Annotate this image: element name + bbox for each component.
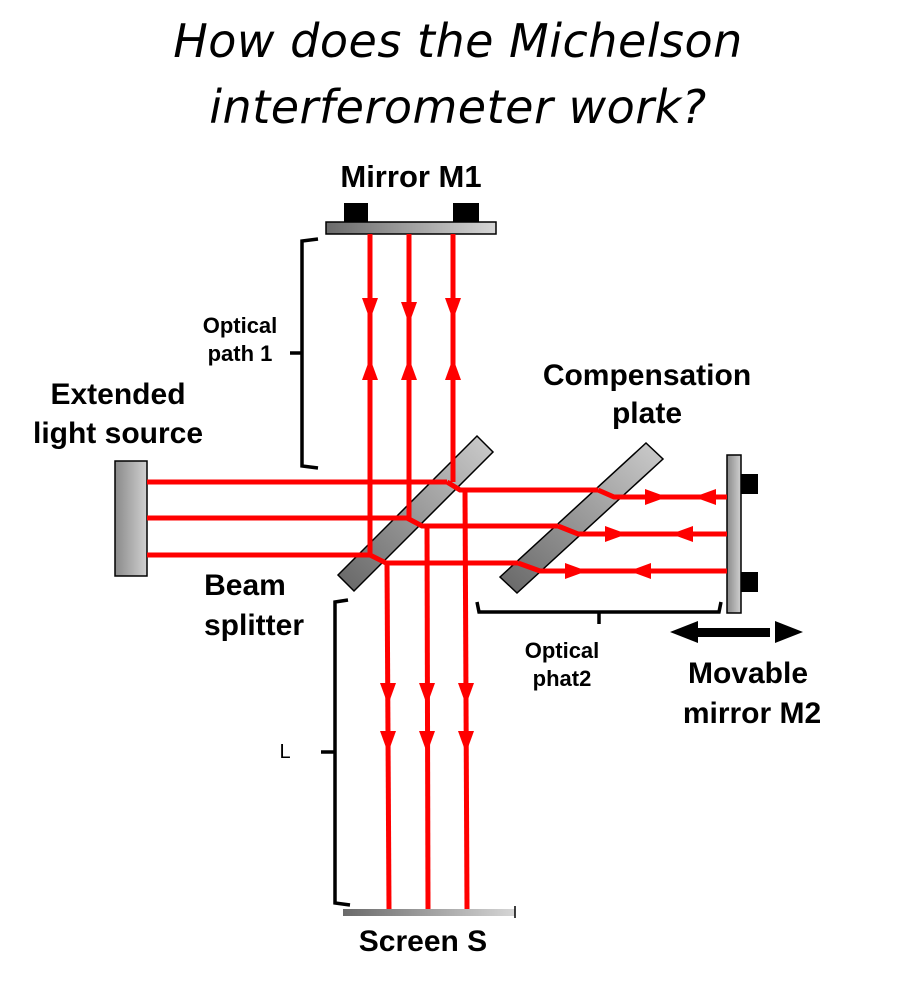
title-line-2: interferometer work?	[209, 80, 707, 134]
mirror-m1	[325, 203, 497, 235]
label-compensation-line2: plate	[612, 397, 682, 430]
double-arrow-icon	[670, 621, 803, 643]
label-optical-path2-line1: Optical	[525, 638, 600, 663]
screen-s	[343, 909, 515, 916]
label-movable-line2: mirror M2	[683, 697, 821, 730]
optical-path1-bracket	[290, 237, 319, 470]
label-movable-line1: Movable	[688, 657, 808, 690]
label-source-line2: light source	[33, 417, 203, 450]
label-beam-splitter-line1: Beam	[204, 569, 286, 602]
beam-splitter	[336, 434, 495, 593]
light-source	[114, 460, 148, 577]
label-beam-splitter-line2: splitter	[204, 609, 304, 642]
beam-arrowheads	[362, 298, 716, 753]
distance-L-bracket	[321, 598, 351, 907]
label-optical-path2-line2: phat2	[533, 666, 592, 691]
label-optical-path1-line2: path 1	[208, 341, 273, 366]
optical-path2-bracket	[475, 601, 723, 624]
label-distance-L: L	[279, 741, 290, 763]
label-mirror-m1: Mirror M1	[340, 159, 481, 194]
movable-mirror-m2	[726, 454, 758, 614]
label-source-line1: Extended	[50, 378, 185, 411]
label-screen-s: Screen S	[359, 925, 487, 958]
label-compensation-line1: Compensation	[543, 359, 751, 392]
label-optical-path1-line1: Optical	[203, 313, 278, 338]
title-line-1: How does the Michelson	[173, 14, 743, 68]
